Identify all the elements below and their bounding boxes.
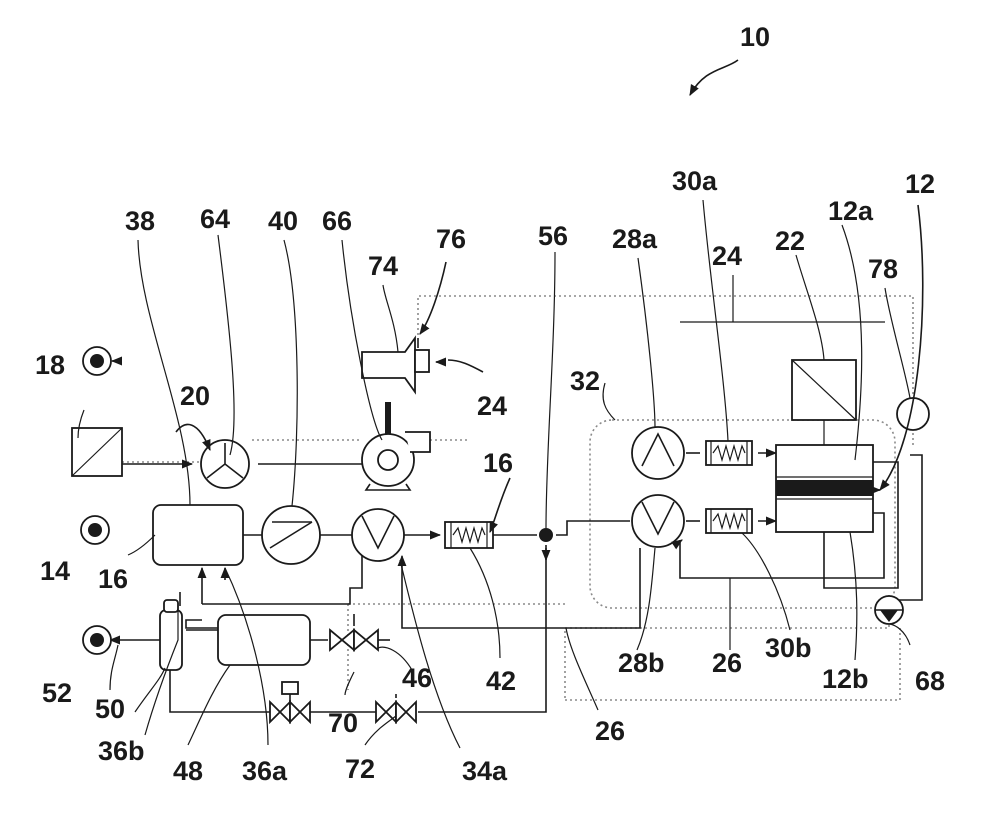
label-70: 70 xyxy=(328,708,358,738)
label-46: 46 xyxy=(402,663,432,693)
label-12: 12 xyxy=(905,169,935,199)
junction-56 xyxy=(539,528,553,542)
label-50: 50 xyxy=(95,694,125,724)
label-32: 32 xyxy=(570,366,600,396)
component-38 xyxy=(153,505,243,565)
component-22 xyxy=(792,360,856,420)
valve-70 xyxy=(270,682,310,722)
source-marker-14 xyxy=(81,516,109,544)
label-16-left: 16 xyxy=(98,564,128,594)
label-52: 52 xyxy=(42,678,72,708)
label-48: 48 xyxy=(173,756,203,786)
label-28b: 28b xyxy=(618,648,665,678)
label-56: 56 xyxy=(538,221,568,251)
valve-72 xyxy=(376,694,416,722)
valve-46 xyxy=(330,614,378,650)
heat-exchanger-34a xyxy=(352,509,404,561)
label-22: 22 xyxy=(775,226,805,256)
label-64: 64 xyxy=(200,204,230,234)
label-66: 66 xyxy=(322,206,352,236)
heater-42 xyxy=(445,522,493,548)
label-26-right: 26 xyxy=(712,648,742,678)
label-40: 40 xyxy=(268,206,298,236)
label-14: 14 xyxy=(40,556,70,586)
label-78: 78 xyxy=(868,254,898,284)
label-76: 76 xyxy=(436,224,466,254)
label-26-bottom: 26 xyxy=(595,716,625,746)
label-36a: 36a xyxy=(242,756,288,786)
label-10: 10 xyxy=(740,22,770,52)
label-20: 20 xyxy=(180,381,210,411)
label-72: 72 xyxy=(345,754,375,784)
label-68: 68 xyxy=(915,666,945,696)
turbine-74 xyxy=(362,338,446,392)
heat-exchanger-28a xyxy=(632,427,684,479)
component-48 xyxy=(218,615,310,665)
label-38: 38 xyxy=(125,206,155,236)
air-filter-18 xyxy=(72,428,122,476)
label-42: 42 xyxy=(486,666,516,696)
heat-exchanger-28b xyxy=(632,495,684,547)
outlet-marker-52 xyxy=(83,626,111,654)
label-18: 18 xyxy=(35,350,65,380)
label-34a: 34a xyxy=(462,756,508,786)
label-16-right: 16 xyxy=(483,448,513,478)
label-24-top: 24 xyxy=(712,241,742,271)
label-30b: 30b xyxy=(765,633,812,663)
label-12a: 12a xyxy=(828,196,874,226)
label-30a: 30a xyxy=(672,166,718,196)
fuel-cell-stack-12 xyxy=(776,445,873,532)
label-28a: 28a xyxy=(612,224,658,254)
pump-40 xyxy=(262,506,320,564)
pump-68 xyxy=(875,596,903,624)
heater-30b xyxy=(706,509,752,533)
air-inlet-marker xyxy=(83,347,119,375)
label-24-mid: 24 xyxy=(477,391,507,421)
label-74: 74 xyxy=(368,251,398,281)
label-12b: 12b xyxy=(822,664,869,694)
label-36b: 36b xyxy=(98,736,145,766)
heater-30a xyxy=(706,441,752,465)
